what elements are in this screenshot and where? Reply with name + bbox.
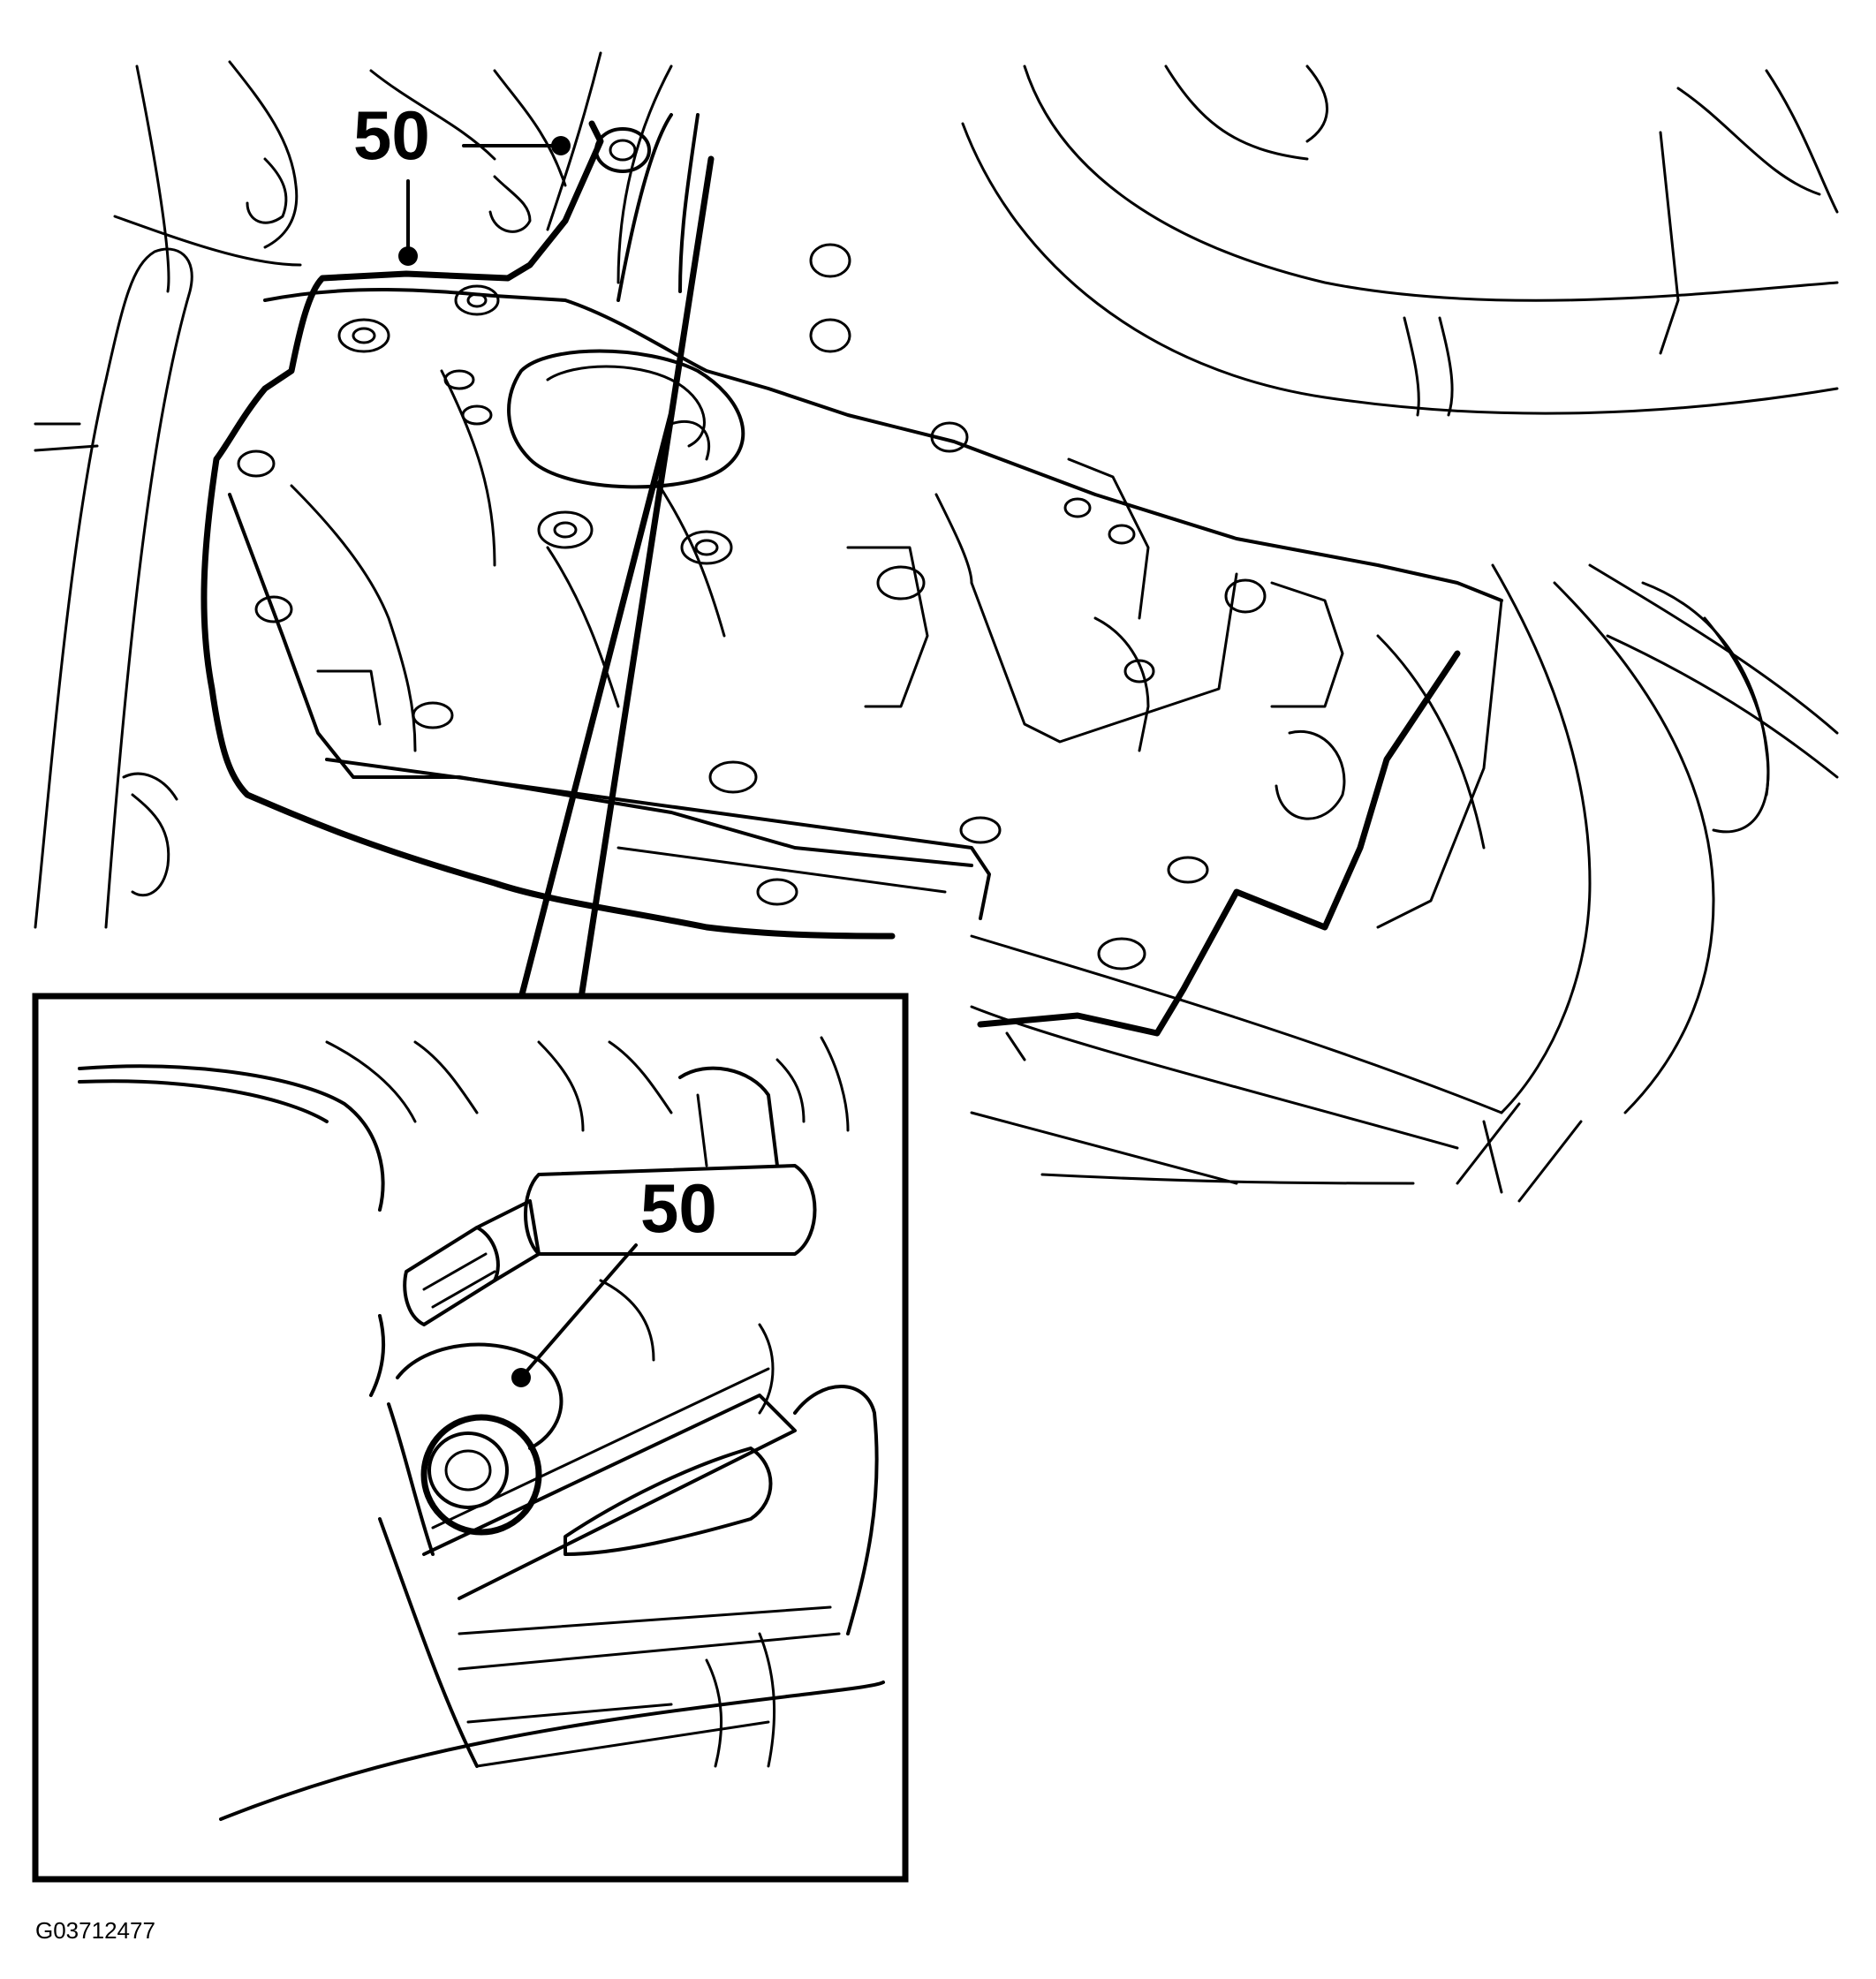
main-callout-label: 50 [353, 96, 430, 174]
inset-view [32, 993, 909, 1883]
inset-callout: 50 [511, 1169, 717, 1387]
inset-callout-label: 50 [640, 1169, 717, 1247]
bolt-icon [237, 243, 1267, 971]
main-callout: 50 [353, 96, 651, 266]
drain-bolt-icon [420, 1414, 542, 1536]
figure-id: G03712477 [35, 1917, 155, 1944]
main-view [34, 51, 1839, 1203]
inset-connector [518, 155, 715, 1001]
